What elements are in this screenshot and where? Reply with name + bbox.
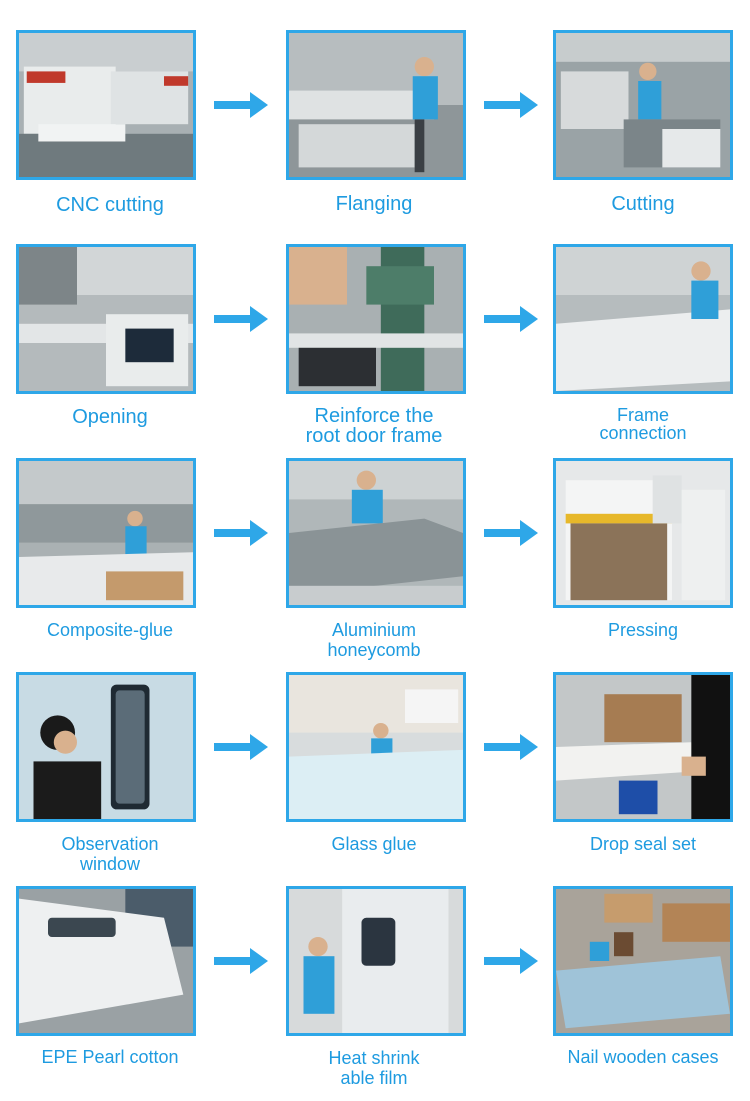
right-arrow-icon	[484, 92, 538, 118]
step-caption: Flanging	[335, 193, 413, 215]
step-caption: Nail wooden cases	[567, 1047, 719, 1067]
photo-flanging	[286, 30, 466, 180]
step-caption: Glass glue	[331, 834, 417, 854]
right-arrow-icon	[484, 306, 538, 332]
photo-cnc-cutting	[16, 30, 196, 180]
photo-heat-shrink-film	[286, 886, 466, 1036]
photo-nail-wooden-cases	[553, 886, 733, 1036]
right-arrow-icon	[484, 948, 538, 974]
right-arrow-icon	[484, 520, 538, 546]
step-caption: Drop seal set	[589, 834, 697, 854]
photo-cutting	[553, 30, 733, 180]
step-caption: Opening	[72, 406, 148, 428]
photo-frame-connection	[553, 244, 733, 394]
photo-epe-pearl-cotton	[16, 886, 196, 1036]
right-arrow-icon	[484, 734, 538, 760]
right-arrow-icon	[214, 948, 268, 974]
cnc-machine-photo	[19, 33, 193, 177]
photo-aluminium-honeycomb	[286, 458, 466, 608]
step-caption: Pressing	[607, 620, 679, 640]
right-arrow-icon	[214, 520, 268, 546]
step-caption: CNC cutting	[56, 194, 164, 216]
photo-drop-seal-set	[553, 672, 733, 822]
right-arrow-icon	[214, 734, 268, 760]
right-arrow-icon	[214, 306, 268, 332]
photo-reinforce-frame	[286, 244, 466, 394]
step-caption: Composite-glue	[46, 620, 174, 640]
right-arrow-icon	[214, 92, 268, 118]
photo-observation-window	[16, 672, 196, 822]
step-caption: Cutting	[611, 193, 675, 215]
photo-pressing	[553, 458, 733, 608]
photo-glass-glue	[286, 672, 466, 822]
photo-composite-glue	[16, 458, 196, 608]
step-caption: EPE Pearl cotton	[41, 1047, 179, 1067]
photo-opening	[16, 244, 196, 394]
